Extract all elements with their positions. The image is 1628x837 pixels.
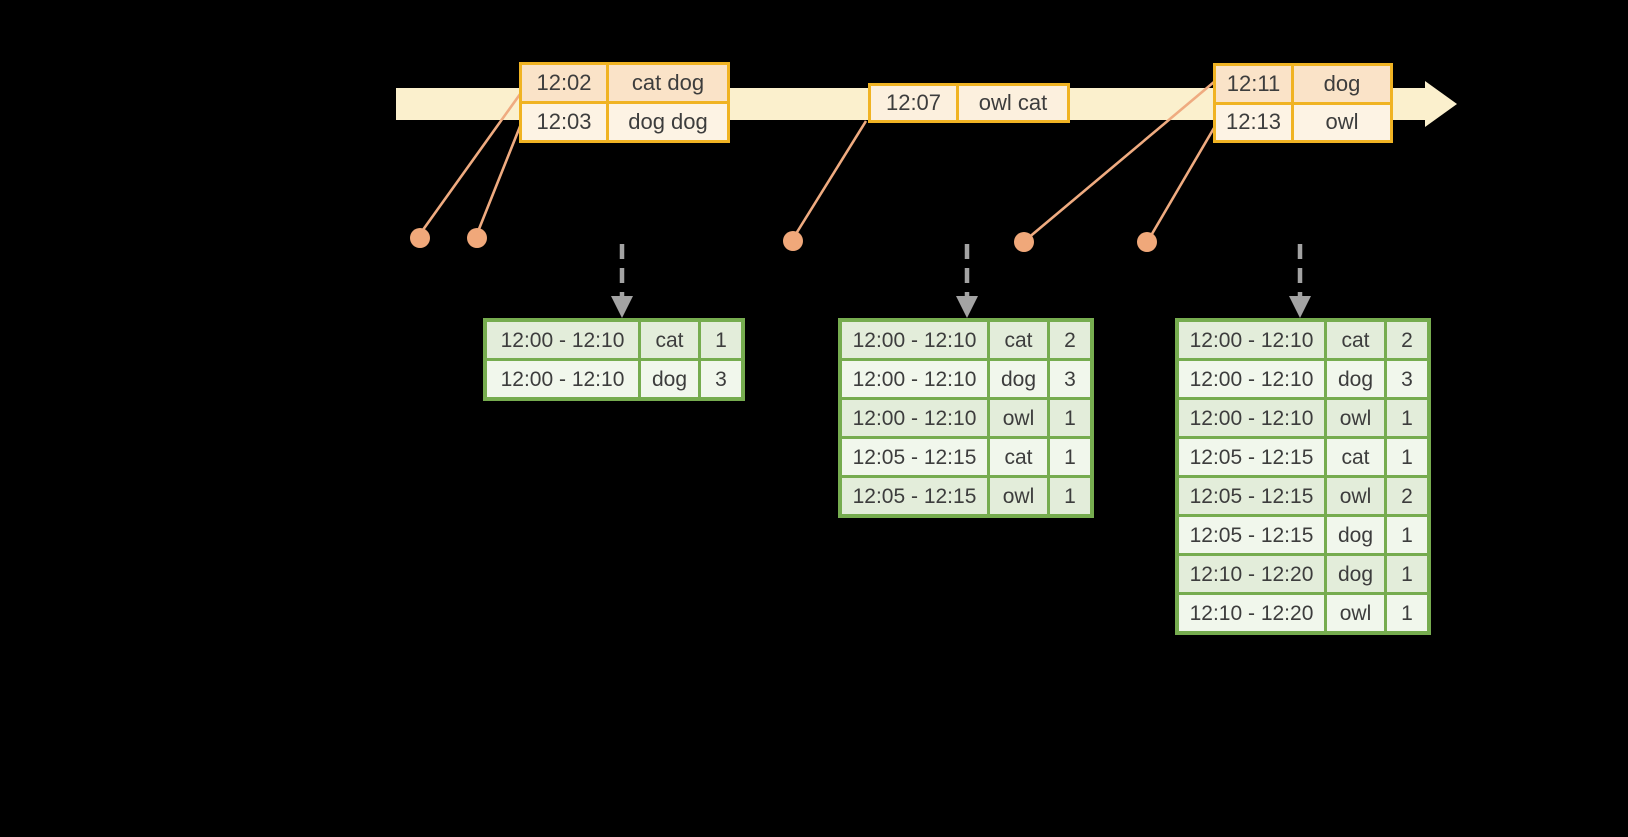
result-window-cell: 12:05 - 12:15 — [1179, 478, 1324, 514]
result-window-cell: 12:05 - 12:15 — [1179, 439, 1324, 475]
trigger-dots — [410, 228, 1157, 252]
event-words-cell: owl cat — [959, 86, 1067, 120]
event-words-cell: dog — [1294, 66, 1390, 102]
connector-line — [418, 89, 525, 235]
result-count-cell: 1 — [1387, 595, 1427, 631]
trigger-dot-icon — [410, 228, 430, 248]
event-time-cell: 12:02 — [522, 65, 606, 101]
trigger-dot-icon — [783, 231, 803, 251]
result-word-cell: cat — [990, 439, 1047, 475]
result-word-cell: cat — [1327, 322, 1384, 358]
result-word-cell: cat — [641, 322, 698, 358]
result-word-cell: dog — [1327, 556, 1384, 592]
result-count-cell: 1 — [1050, 400, 1090, 436]
result-word-cell: cat — [1327, 439, 1384, 475]
event-time-cell: 12:03 — [522, 104, 606, 140]
result-window-cell: 12:05 - 12:15 — [842, 439, 987, 475]
result-word-cell: owl — [1327, 478, 1384, 514]
result-word-cell: dog — [1327, 361, 1384, 397]
result-count-cell: 1 — [1387, 400, 1427, 436]
result-window-cell: 12:05 - 12:15 — [842, 478, 987, 514]
result-count-cell: 2 — [1387, 478, 1427, 514]
result-window-cell: 12:10 - 12:20 — [1179, 556, 1324, 592]
result-count-cell: 1 — [701, 322, 741, 358]
result-count-cell: 1 — [1387, 439, 1427, 475]
trigger-dot-icon — [467, 228, 487, 248]
result-window-cell: 12:10 - 12:20 — [1179, 595, 1324, 631]
result-word-cell: owl — [1327, 595, 1384, 631]
result-word-cell: dog — [1327, 517, 1384, 553]
result-window-cell: 12:05 - 12:15 — [1179, 517, 1324, 553]
result-count-cell: 2 — [1387, 322, 1427, 358]
result-window-cell: 12:00 - 12:10 — [1179, 322, 1324, 358]
connector-line — [1147, 127, 1216, 240]
trigger-arrow-icon — [956, 244, 978, 318]
result-count-cell: 1 — [1387, 556, 1427, 592]
result-count-cell: 3 — [701, 361, 741, 397]
result-count-cell: 2 — [1050, 322, 1090, 358]
connector-line — [1026, 81, 1215, 240]
event-time-cell: 12:13 — [1216, 104, 1291, 140]
result-count-cell: 1 — [1050, 439, 1090, 475]
result-window-cell: 12:00 - 12:10 — [842, 322, 987, 358]
result-window-cell: 12:00 - 12:10 — [1179, 361, 1324, 397]
event-time-cell: 12:11 — [1216, 66, 1291, 102]
trigger-arrow-icon — [611, 244, 633, 318]
connector-line — [792, 120, 868, 238]
result-word-cell: owl — [1327, 400, 1384, 436]
event-time-axis-arrowhead-icon — [1425, 81, 1457, 127]
result-word-cell: dog — [641, 361, 698, 397]
result-count-cell: 1 — [1050, 478, 1090, 514]
result-window-cell: 12:00 - 12:10 — [842, 400, 987, 436]
trigger-dot-icon — [1137, 232, 1157, 252]
connector-line — [475, 123, 523, 235]
result-word-cell: dog — [990, 361, 1047, 397]
result-count-cell: 3 — [1050, 361, 1090, 397]
event-words-cell: cat dog — [609, 65, 727, 101]
result-count-cell: 1 — [1387, 517, 1427, 553]
result-word-cell: cat — [990, 322, 1047, 358]
event-connector-lines — [418, 81, 1216, 240]
result-window-cell: 12:00 - 12:10 — [487, 322, 638, 358]
result-count-cell: 3 — [1387, 361, 1427, 397]
trigger-arrow-icon — [1289, 244, 1311, 318]
event-words-cell: owl — [1294, 104, 1390, 140]
result-window-cell: 12:00 - 12:10 — [842, 361, 987, 397]
trigger-arrows — [611, 244, 1311, 318]
event-words-cell: dog dog — [609, 104, 727, 140]
result-word-cell: owl — [990, 400, 1047, 436]
event-time-cell: 12:07 — [871, 86, 956, 120]
trigger-dot-icon — [1014, 232, 1034, 252]
result-word-cell: owl — [990, 478, 1047, 514]
result-window-cell: 12:00 - 12:10 — [1179, 400, 1324, 436]
result-window-cell: 12:00 - 12:10 — [487, 361, 638, 397]
